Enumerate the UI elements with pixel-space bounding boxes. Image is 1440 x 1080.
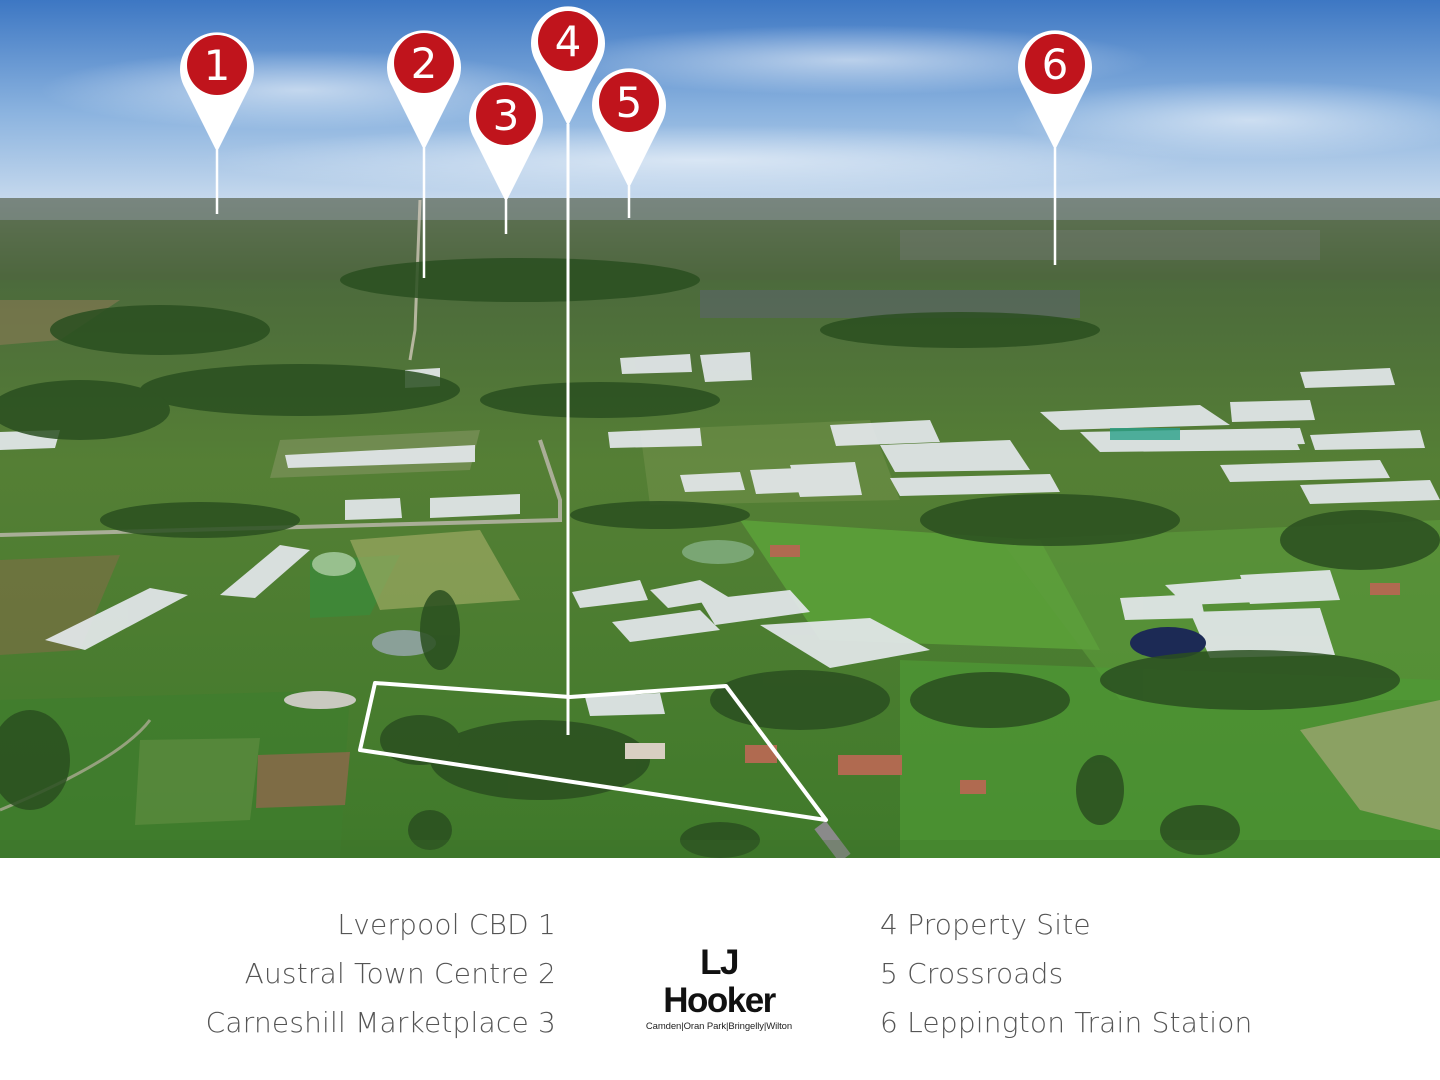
legend-item-1: Lverpool CBD 1 <box>337 908 556 941</box>
legend-item-5: 5 Crossroads <box>880 957 1064 990</box>
aerial-photo: 1 2 3 4 5 6 <box>0 0 1440 858</box>
pin-4-number: 4 <box>555 17 582 66</box>
pin-1: 1 <box>180 32 255 214</box>
legend-left-column: Lverpool CBD 1 Austral Town Centre 2 Car… <box>206 900 556 1047</box>
pin-5: 5 <box>592 68 666 218</box>
logo-name: LJ Hooker <box>663 943 776 1020</box>
pin-3: 3 <box>469 82 544 234</box>
pin-6-number: 6 <box>1042 40 1069 89</box>
pin-5-number: 5 <box>616 78 643 127</box>
property-boundary <box>358 681 828 822</box>
lj-hooker-logo: LJ Hooker Camden|Oran Park|Bringelly|Wil… <box>644 944 794 1033</box>
pin-6: 6 <box>1018 30 1093 265</box>
pin-2: 2 <box>387 30 462 278</box>
legend-right-column: 4 Property Site 5 Crossroads 6 Leppingto… <box>880 900 1253 1047</box>
pin-2-number: 2 <box>411 39 438 88</box>
logo-offices: Camden|Oran Park|Bringelly|Wilton <box>645 1021 793 1032</box>
legend-item-3: Carneshill Marketplace 3 <box>205 1006 556 1039</box>
legend-item-2: Austral Town Centre 2 <box>244 957 556 990</box>
pin-3-number: 3 <box>493 91 520 140</box>
legend-item-4: 4 Property Site <box>880 908 1091 941</box>
legend-footer: Lverpool CBD 1 Austral Town Centre 2 Car… <box>0 858 1440 1080</box>
pin-4: 4 <box>531 6 605 735</box>
legend-item-6: 6 Leppington Train Station <box>880 1006 1253 1039</box>
pin-1-number: 1 <box>204 41 231 90</box>
